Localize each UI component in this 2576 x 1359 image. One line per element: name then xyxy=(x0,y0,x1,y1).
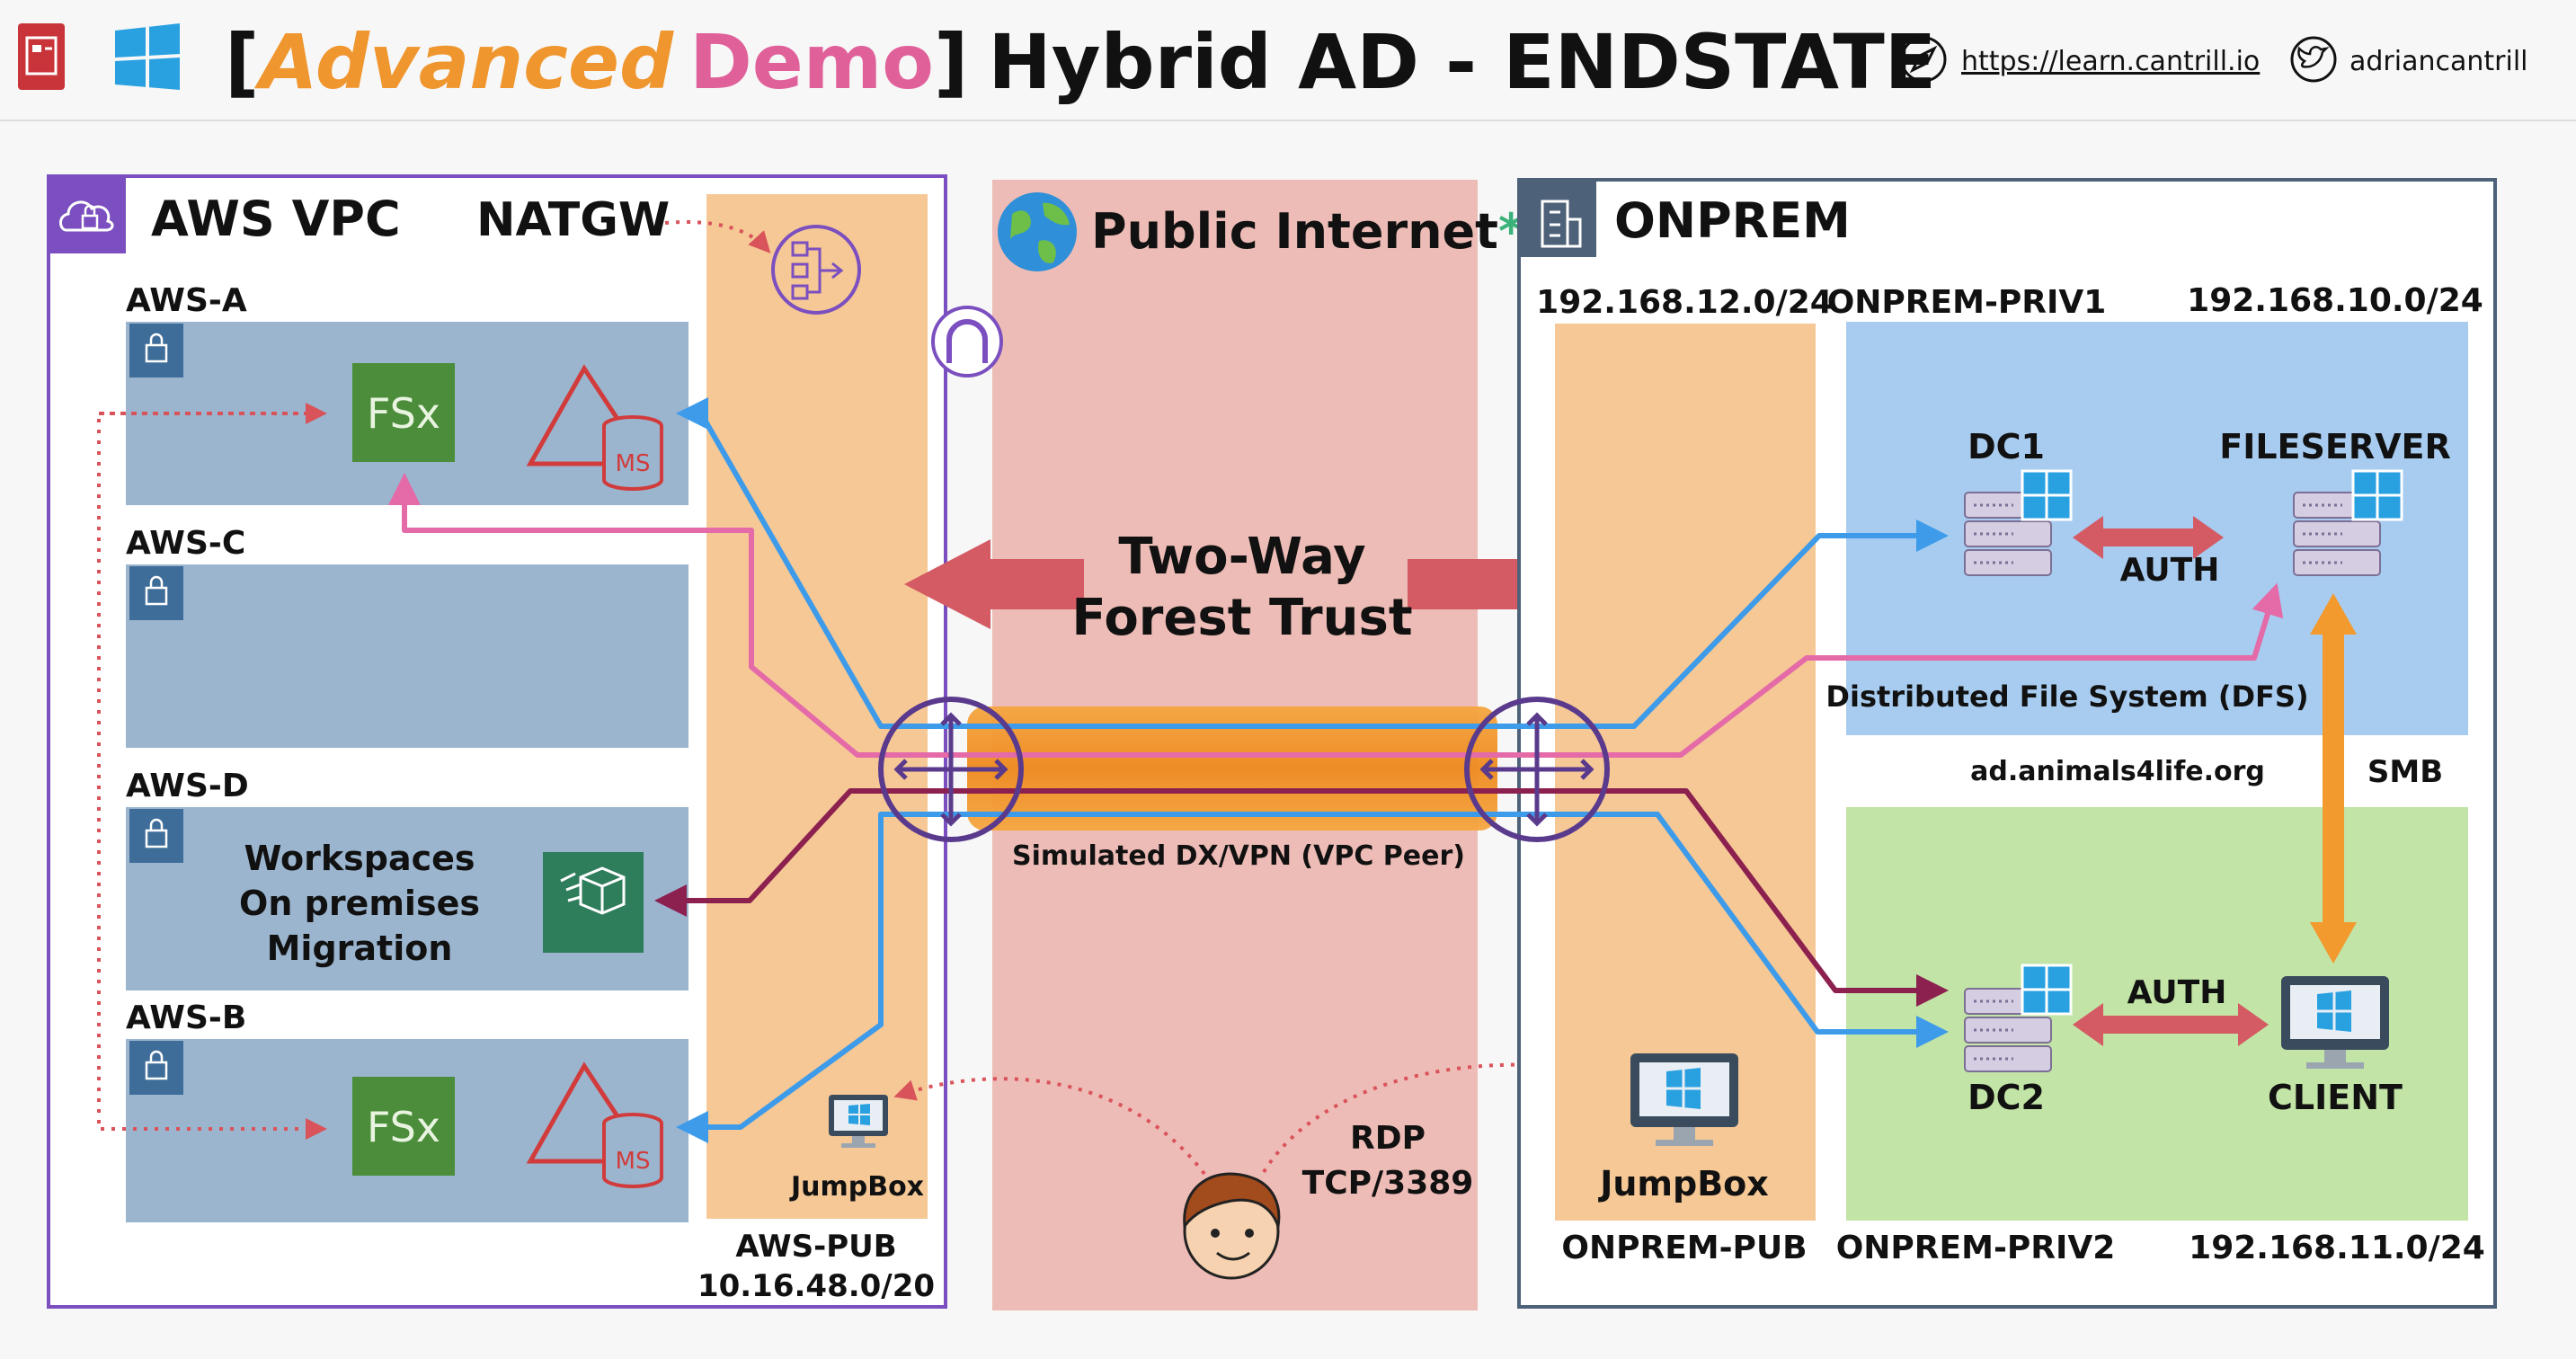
onprem-priv1-label: ONPREM-PRIV1 xyxy=(1827,284,2107,321)
compass-icon xyxy=(1900,36,1947,83)
dc1-label: DC1 xyxy=(1968,427,2045,466)
twitter-icon xyxy=(2290,36,2337,83)
rdp-line-2: TCP/3389 xyxy=(1302,1165,1474,1202)
flow-blue-aws-a xyxy=(676,397,1625,729)
monitor-icon xyxy=(1630,1053,1738,1146)
rds-icon: MS xyxy=(526,1061,663,1188)
onprem-jumpbox-label: JumpBox xyxy=(1597,1164,1769,1204)
trust-line-2: Forest Trust xyxy=(1071,589,1412,647)
workspaces-icon xyxy=(543,852,644,953)
server-icon xyxy=(1964,469,2073,576)
natgw-label: NATGW xyxy=(476,193,670,247)
aws-vpc-title: AWS VPC xyxy=(151,191,401,247)
cloud-lock-icon xyxy=(50,178,126,253)
aws-pub-label: AWS-PUB xyxy=(735,1229,896,1265)
onprem: ONPREM 192.168.12.0/24 ONPREM-PRIV1 192.… xyxy=(1517,178,2497,1309)
aws-a-label: AWS-A xyxy=(126,282,247,319)
windows-icon xyxy=(115,23,180,90)
onprem-pub-label: ONPREM-PUB xyxy=(1561,1230,1807,1266)
workspaces-line-1: Workspaces xyxy=(244,839,475,878)
rds-icon: MS xyxy=(526,364,663,491)
fsx-icon: FSx xyxy=(352,363,455,462)
lock-icon xyxy=(129,324,183,378)
aws-d-label: AWS-D xyxy=(126,768,249,804)
monitor-icon xyxy=(2281,976,2389,1069)
onprem-priv2-label: ONPREM-PRIV2 xyxy=(1836,1230,2116,1266)
onprem-priv2-cidr: 192.168.11.0/24 xyxy=(2189,1230,2485,1266)
aws-vpc: AWS VPC NATGW AWS-PUB 10.16.48.0/20 AWS-… xyxy=(47,174,947,1309)
nat-gateway-icon xyxy=(771,225,861,315)
presentation-icon xyxy=(18,23,65,90)
flow-maroon-workspaces xyxy=(654,788,989,917)
auth-label-bottom: AUTH xyxy=(2127,974,2227,1011)
smb-arrow xyxy=(2310,593,2357,964)
internet-title: Public Internet* xyxy=(1091,203,1523,260)
dc2-label: DC2 xyxy=(1968,1078,2045,1117)
dx-label: Simulated DX/VPN (VPC Peer) xyxy=(1012,840,1465,872)
trust-arrow-left xyxy=(904,539,1084,629)
server-icon xyxy=(2293,469,2403,576)
svg-text:FSx: FSx xyxy=(367,389,440,438)
flow-pink-fileserver xyxy=(1618,582,2284,758)
onprem-title: ONPREM xyxy=(1614,192,1851,249)
monitor-icon xyxy=(829,1095,888,1148)
smb-label: SMB xyxy=(2367,754,2443,790)
svg-text:MS: MS xyxy=(616,1148,651,1175)
natgw-pointer xyxy=(664,220,771,253)
lock-icon xyxy=(129,809,183,863)
svg-text:MS: MS xyxy=(616,450,651,477)
building-icon xyxy=(1521,182,1596,257)
aws-jumpbox-label: JumpBox xyxy=(789,1171,924,1203)
trust-line-1: Two-Way xyxy=(1118,528,1365,586)
flow-blue-aws-b xyxy=(676,812,1528,1143)
svg-text:FSx: FSx xyxy=(367,1103,440,1151)
server-icon xyxy=(1964,964,2073,1072)
onprem-priv1-cidr: 192.168.10.0/24 xyxy=(2187,282,2483,319)
aws-pub-cidr: 10.16.48.0/20 xyxy=(697,1268,935,1304)
fileserver-label: FILESERVER xyxy=(2219,427,2450,466)
lock-icon xyxy=(129,1041,183,1095)
globe-icon xyxy=(998,192,1077,271)
client-label: CLIENT xyxy=(2268,1078,2403,1117)
workspaces-line-3: Migration xyxy=(267,928,453,968)
flow-blue-dc1 xyxy=(1625,520,1949,729)
flow-maroon-dc2 xyxy=(989,788,1949,1007)
aws-c-label: AWS-C xyxy=(126,525,245,562)
auth-arrow-bottom xyxy=(2073,1003,2269,1046)
twitter-handle[interactable]: adriancantrill xyxy=(2349,46,2528,77)
aws-c-subnet xyxy=(126,564,688,748)
auth-arrow-top xyxy=(2073,516,2224,559)
dx-vpn-tunnel xyxy=(967,706,1497,830)
rdp-link-aws xyxy=(893,1077,1206,1176)
fsx-icon: FSx xyxy=(352,1077,455,1176)
workspaces-line-2: On premises xyxy=(239,884,480,923)
lock-icon xyxy=(129,566,183,620)
domain-label: ad.animals4life.org xyxy=(1970,756,2265,787)
rdp-line-1: RDP xyxy=(1350,1120,1426,1157)
auth-label-top: AUTH xyxy=(2120,552,2220,589)
public-internet: Public Internet* Two-Way Forest Trust Si… xyxy=(893,180,1699,1310)
flow-pink-fsx xyxy=(388,473,1618,758)
dfs-label: Distributed File System (DFS) xyxy=(1825,680,2308,714)
internet-gateway-icon xyxy=(931,306,1003,378)
person-icon xyxy=(1183,1172,1281,1280)
aws-b-label: AWS-B xyxy=(126,999,246,1036)
course-link[interactable]: https://learn.cantrill.io xyxy=(1961,46,2260,77)
onprem-pub-cidr: 192.168.12.0/24 xyxy=(1536,284,1833,321)
peering-icon xyxy=(1464,697,1610,842)
aws-public-subnet xyxy=(706,194,928,1219)
rdp-link-onprem xyxy=(1262,1060,1616,1174)
peering-icon xyxy=(878,697,1024,842)
